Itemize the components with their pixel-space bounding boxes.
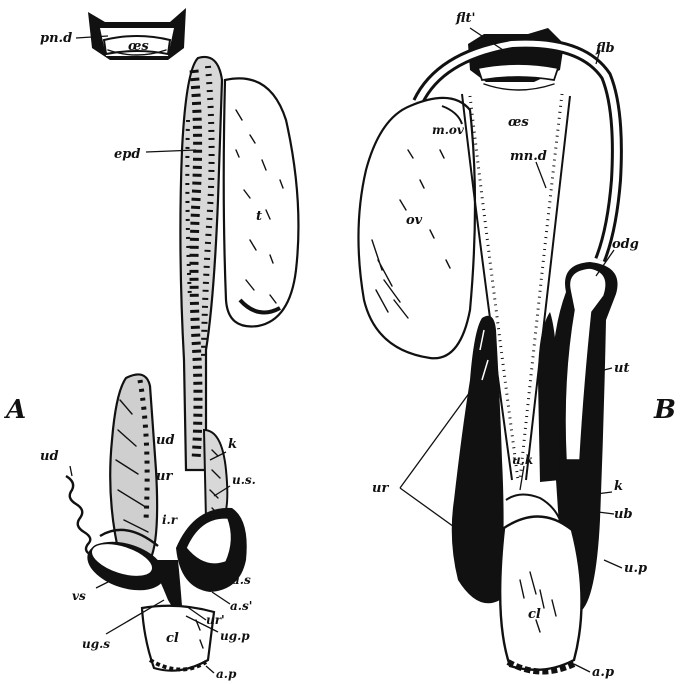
label-oesophagus-b: œs	[508, 115, 529, 130]
panel-letter-a: A	[3, 395, 26, 425]
label-u-p: u.p	[624, 561, 647, 576]
label-ub: ub	[614, 507, 633, 522]
panel-b-kidney-left	[452, 316, 504, 604]
label-epd: epd	[114, 147, 140, 162]
panel-a-kidney-right	[204, 430, 227, 520]
label-a-s: a.s	[232, 573, 251, 587]
label-vs: vs	[72, 589, 86, 603]
label-ud-outer: ud	[40, 449, 59, 464]
label-u-k: u.k	[512, 453, 533, 467]
panel-a: pn.d œs epd t ud ud ur k u.s. i.r vs ug.…	[3, 8, 298, 681]
panel-a-testis	[224, 78, 299, 326]
label-ug-p: ug.p	[220, 629, 250, 643]
label-ut: ut	[614, 361, 629, 376]
label-cloaca-a: cl	[166, 631, 179, 646]
label-ur-prime: ur'	[206, 613, 225, 627]
panel-b: flt' flb œs m.ov mn.d ov odg ut ur u.k k…	[358, 11, 676, 680]
panel-a-epididymis	[180, 57, 222, 470]
label-mn-d: mn.d	[510, 149, 547, 164]
label-a-s-prime: a.s'	[230, 599, 252, 613]
label-ovary: ov	[406, 213, 423, 228]
panel-b-oesophagus	[468, 28, 564, 90]
label-flb: flb	[595, 41, 615, 56]
label-a-p-b: a.p	[592, 665, 614, 680]
label-odg: odg	[612, 237, 639, 252]
label-k-b: k	[614, 479, 623, 494]
label-a-p-a: a.p	[216, 667, 237, 681]
label-m-ov: m.ov	[432, 123, 465, 137]
label-ir: i.r	[162, 513, 179, 527]
label-ur-b: ur	[372, 481, 389, 496]
label-ud-inner: ud	[156, 433, 175, 448]
label-k-a: k	[228, 437, 237, 452]
label-testis: t	[256, 209, 262, 224]
label-flt: flt'	[455, 11, 475, 26]
label-oesophagus-a: œs	[128, 39, 149, 54]
panel-letter-b: B	[653, 395, 676, 425]
label-ur: ur	[156, 469, 173, 484]
label-cloaca-b: cl	[528, 607, 541, 622]
label-ug-s: ug.s	[82, 637, 110, 651]
label-us: u.s.	[232, 473, 256, 487]
label-pn-d: pn.d	[40, 31, 72, 46]
